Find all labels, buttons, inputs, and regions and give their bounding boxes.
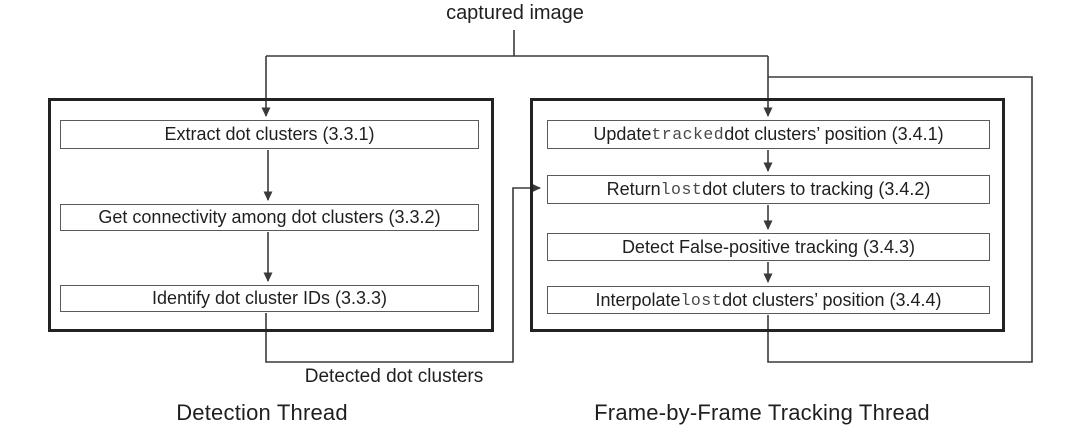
mono-keyword: tracked <box>651 125 725 144</box>
mono-keyword: lost <box>660 180 703 199</box>
detected-clusters-line <box>265 183 541 363</box>
step-text: Extract dot clusters (3.3.1) <box>164 124 375 144</box>
tracking-feedback-loop-line <box>767 76 1033 363</box>
detection-thread-label: Detection Thread <box>176 400 348 425</box>
step-get-connectivity: Get connectivity among dot clusters (3.3… <box>60 204 479 231</box>
step-interpolate-lost-position: Interpolate lost dot clusters’ position … <box>547 286 990 314</box>
step-text: dot clusters’ position (3.4.1) <box>724 124 944 144</box>
step-extract-dot-clusters: Extract dot clusters (3.3.1) <box>60 120 479 149</box>
step-text: dot clusters’ position (3.4.4) <box>722 289 942 310</box>
step-text: dot cluters to tracking (3.4.2) <box>702 179 931 199</box>
step-return-lost-to-tracking: Return lost dot cluters to tracking (3.4… <box>547 175 990 204</box>
tracking-thread-box <box>530 98 1005 332</box>
step-text: Update <box>593 124 652 144</box>
captured-image-label: captured image <box>446 2 584 24</box>
detected-dot-clusters-label: Detected dot clusters <box>304 366 484 387</box>
step-update-tracked-position: Update tracked dot clusters’ position (3… <box>547 120 990 149</box>
tracking-thread-label: Frame-by-Frame Tracking Thread <box>594 400 930 425</box>
step-identify-dot-cluster-ids: Identify dot cluster IDs (3.3.3) <box>60 285 479 312</box>
detection-thread-box <box>48 98 494 332</box>
mono-keyword: lost <box>680 290 723 310</box>
step-text: Detect False-positive tracking (3.4.3) <box>621 236 916 257</box>
step-text: Return <box>606 179 661 199</box>
step-text: Interpolate <box>595 289 681 310</box>
step-detect-false-positive: Detect False-positive tracking (3.4.3) <box>547 233 990 261</box>
step-text: Identify dot cluster IDs (3.3.3) <box>151 288 388 308</box>
step-text: Get connectivity among dot clusters (3.3… <box>98 207 441 227</box>
